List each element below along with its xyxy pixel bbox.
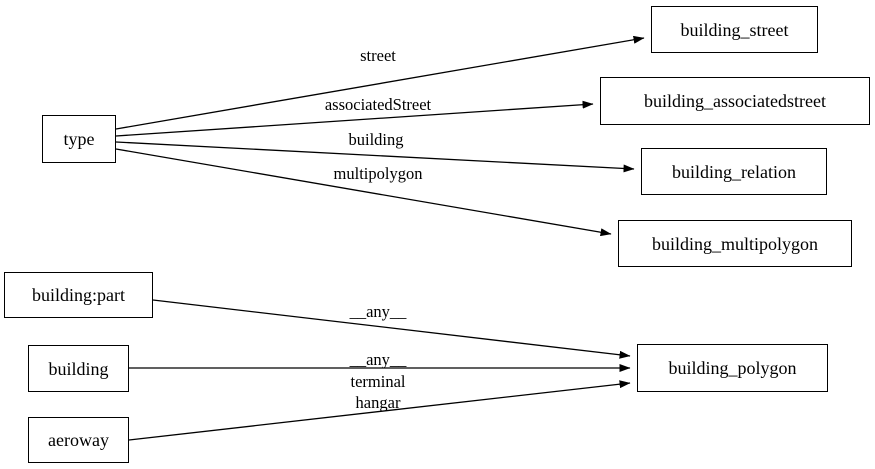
edge-label-e2: associatedStreet xyxy=(324,94,432,114)
node-label: building_multipolygon xyxy=(651,233,818,254)
edge-type-to-building_street xyxy=(115,35,645,130)
node-building[interactable]: building xyxy=(28,345,129,392)
node-building_associatedstreet[interactable]: building_associatedstreet xyxy=(600,77,870,125)
edge-label-e4: multipolygon xyxy=(333,163,423,183)
edge-type-to-building_multipolygon xyxy=(115,148,612,237)
edge-paths-group xyxy=(115,35,645,441)
node-building_street[interactable]: building_street xyxy=(651,6,818,53)
node-label: type xyxy=(63,129,95,149)
node-type[interactable]: type xyxy=(42,115,116,163)
node-label: building_street xyxy=(680,19,789,40)
node-building_polygon[interactable]: building_polygon xyxy=(637,344,828,392)
edge-label-e7: terminal xyxy=(350,371,406,391)
edge-label-e7-alt: hangar xyxy=(355,392,401,412)
node-label: aeroway xyxy=(48,430,109,450)
node-label: building xyxy=(48,358,109,379)
node-label: building_associatedstreet xyxy=(644,91,826,111)
edge-type-to-building_relation xyxy=(115,141,635,173)
edge-building_part-to-building_polygon xyxy=(152,299,631,359)
node-building_relation[interactable]: building_relation xyxy=(641,148,827,195)
node-label: building_polygon xyxy=(668,358,797,378)
node-label: building_relation xyxy=(672,161,796,182)
node-label: building:part xyxy=(32,285,125,305)
node-aeroway[interactable]: aeroway xyxy=(28,417,129,463)
edge-label-e5: __any__ xyxy=(349,301,407,321)
edge-label-e6: __any__ xyxy=(349,349,407,369)
edge-type-to-building_associatedstreet xyxy=(115,100,594,137)
node-building_part[interactable]: building:part xyxy=(4,272,153,318)
edge-label-e3: building xyxy=(348,129,404,149)
edge-label-e1: street xyxy=(360,45,396,65)
node-building_multipolygon[interactable]: building_multipolygon xyxy=(618,220,852,267)
edge-aeroway-to-building_polygon xyxy=(128,380,631,441)
